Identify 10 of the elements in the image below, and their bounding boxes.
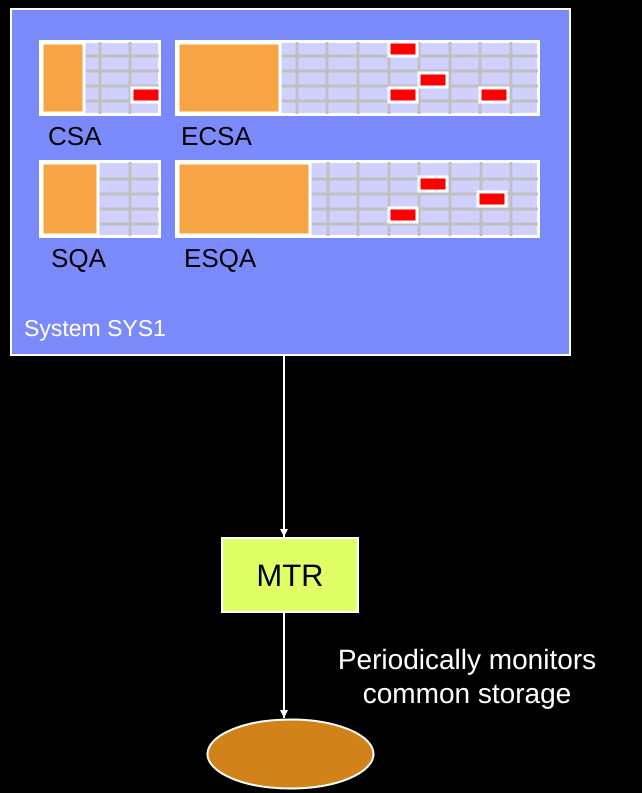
arrow bbox=[280, 613, 288, 718]
area-label: SQA bbox=[51, 245, 106, 271]
system-label: System SYS1 bbox=[24, 317, 166, 340]
area-label: ECSA bbox=[181, 123, 252, 149]
area-label: CSA bbox=[48, 123, 102, 149]
arrow bbox=[280, 356, 288, 537]
system-box bbox=[10, 8, 571, 356]
process-label: MTR bbox=[256, 560, 324, 590]
process-box bbox=[221, 537, 359, 613]
area-label: ESQA bbox=[184, 245, 256, 271]
